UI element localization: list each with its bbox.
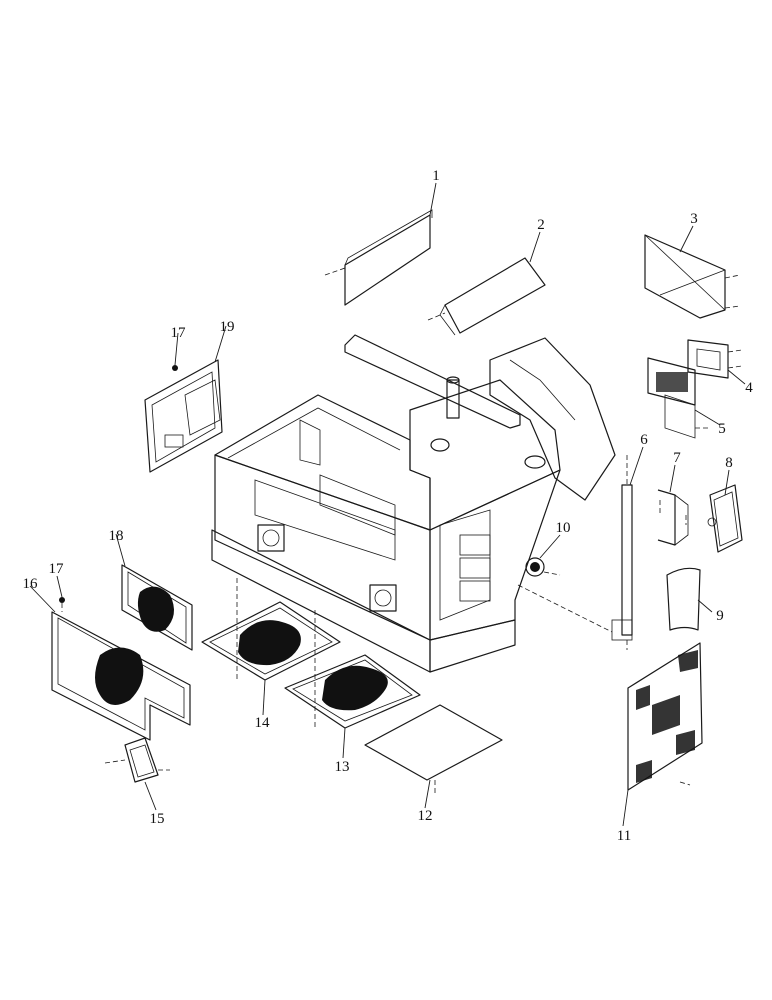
callout-17-upper: 17 — [171, 325, 187, 341]
part-14-floor-mat — [201, 578, 341, 681]
cab-frame — [211, 334, 616, 673]
callout-3: 3 — [690, 211, 698, 227]
callout-9: 9 — [716, 608, 724, 624]
callout-4: 4 — [745, 380, 753, 396]
callout-13: 13 — [335, 759, 350, 775]
part-3-roof-plate — [644, 234, 741, 319]
part-10-lamp — [525, 557, 561, 577]
part-12-floor-plate — [364, 704, 503, 795]
callout-labels: 1 2 3 4 5 6 7 8 9 10 11 12 13 14 15 16 1… — [23, 168, 754, 844]
callout-10: 10 — [556, 520, 571, 536]
callout-19: 19 — [220, 319, 235, 335]
part-18-window-panel — [121, 564, 193, 651]
part-6-pillar — [517, 455, 633, 650]
part-17-fastener-lower — [59, 597, 65, 612]
part-13-floor-mat — [284, 610, 421, 729]
part-4-filter-frame — [687, 339, 743, 379]
part-15-vent-unit — [104, 737, 170, 783]
callout-6: 6 — [640, 432, 648, 448]
callout-14: 14 — [255, 715, 271, 731]
callout-15: 15 — [150, 811, 165, 827]
callout-16: 16 — [23, 576, 39, 592]
part-8-mirror — [707, 484, 743, 553]
callout-1: 1 — [432, 168, 440, 184]
part-5-filter-grille — [647, 357, 710, 439]
part-1-top-panel — [324, 209, 433, 306]
part-17-fastener-upper — [172, 365, 178, 371]
callout-17-lower: 17 — [49, 561, 65, 577]
callout-8: 8 — [725, 455, 733, 471]
callout-5: 5 — [718, 421, 726, 437]
part-19-side-wall — [144, 359, 223, 473]
part-2-angle-panel — [427, 257, 546, 336]
part-9-curved-shield — [666, 567, 701, 631]
callout-11: 11 — [617, 828, 631, 844]
part-16-large-panel — [51, 611, 191, 741]
part-11-side-grille — [627, 642, 703, 791]
callout-2: 2 — [537, 217, 545, 233]
callout-7: 7 — [673, 450, 681, 466]
callout-12: 12 — [418, 808, 433, 824]
callout-18: 18 — [109, 528, 124, 544]
leader-lines — [29, 182, 746, 827]
part-7-handle — [657, 489, 689, 546]
